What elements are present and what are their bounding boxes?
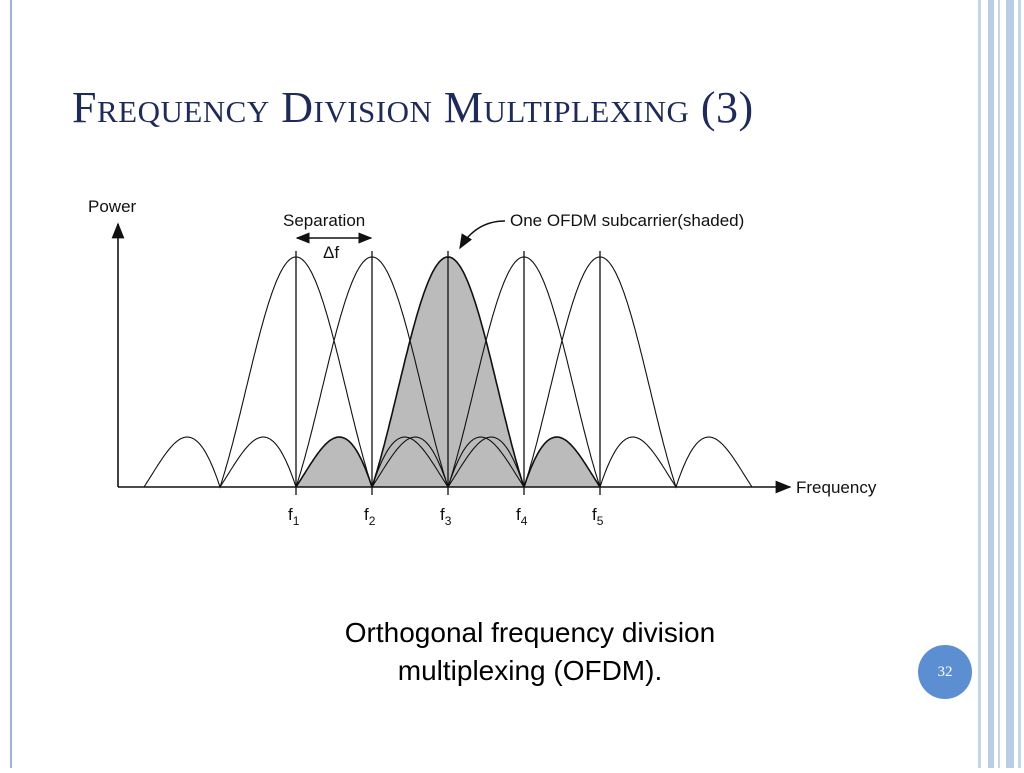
frequency-tick-label-2: f2 (364, 505, 376, 528)
figure-caption: Orthogonal frequency division multiplexi… (344, 617, 716, 686)
frequency-tick-label-3: f3 (440, 505, 452, 528)
slide-title: Frequency Division Multiplexing (3) (72, 83, 754, 132)
ofdm-spectrum-diagram: Power Frequency Separation Δf One OFDM s… (88, 197, 877, 528)
left-frame-rule (10, 0, 12, 768)
frequency-tick-label-1: f1 (288, 505, 300, 528)
frame-stripes-graphic (978, 0, 1021, 768)
subcarrier-callout-label: One OFDM subcarrier(shaded) (510, 211, 744, 230)
delta-f-label: Δf (323, 243, 339, 262)
frequency-tick-labels: f1 f2 f3 f4 f5 (288, 505, 604, 528)
subcarrier-center-lines (295, 251, 601, 495)
frequency-axis-label: Frequency (796, 478, 877, 497)
frequency-tick-label-4: f4 (516, 505, 528, 528)
callout-arrow (459, 220, 506, 250)
separation-label: Separation (283, 211, 365, 230)
page-number-badge: 32 (918, 645, 972, 699)
right-frame-stripes (976, 0, 1024, 768)
frequency-tick-label-5: f5 (592, 505, 604, 528)
power-axis-label: Power (88, 197, 137, 216)
